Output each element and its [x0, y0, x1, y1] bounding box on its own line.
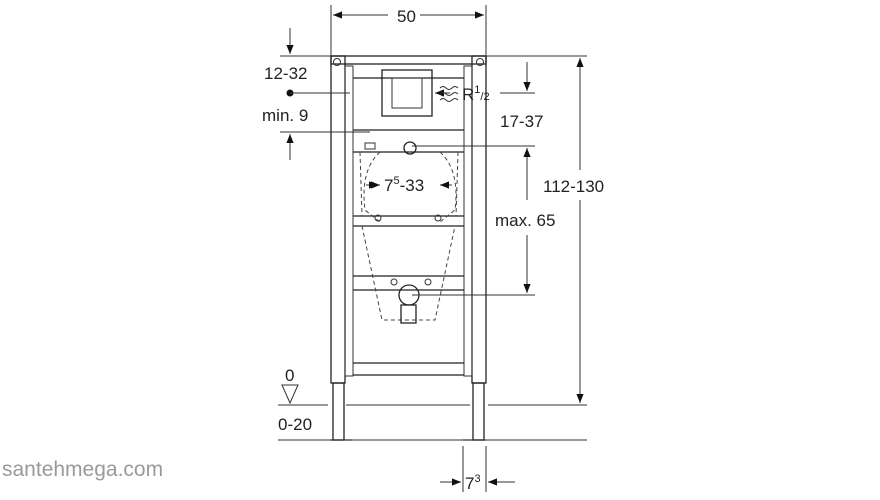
width-label: 50 [397, 7, 416, 26]
floor-level-label: 0 [285, 366, 294, 385]
max-height-label: max. 65 [495, 211, 555, 230]
floor-range-label: 0-20 [278, 415, 312, 434]
water-supply-icon [439, 86, 459, 102]
connection-label: R1/2 [462, 84, 490, 104]
top-offset-label: 12-32 [264, 64, 307, 83]
dimension-lines [278, 5, 587, 492]
supply-height-label: 17-37 [500, 112, 543, 131]
min-offset-label: min. 9 [262, 106, 308, 125]
frame [330, 55, 487, 441]
watermark: santehmega.com [2, 458, 164, 481]
foot-width-label: 73 [465, 473, 481, 493]
inner-width-label: 75-33 [384, 175, 424, 195]
overall-height-label: 112-130 [543, 177, 604, 196]
